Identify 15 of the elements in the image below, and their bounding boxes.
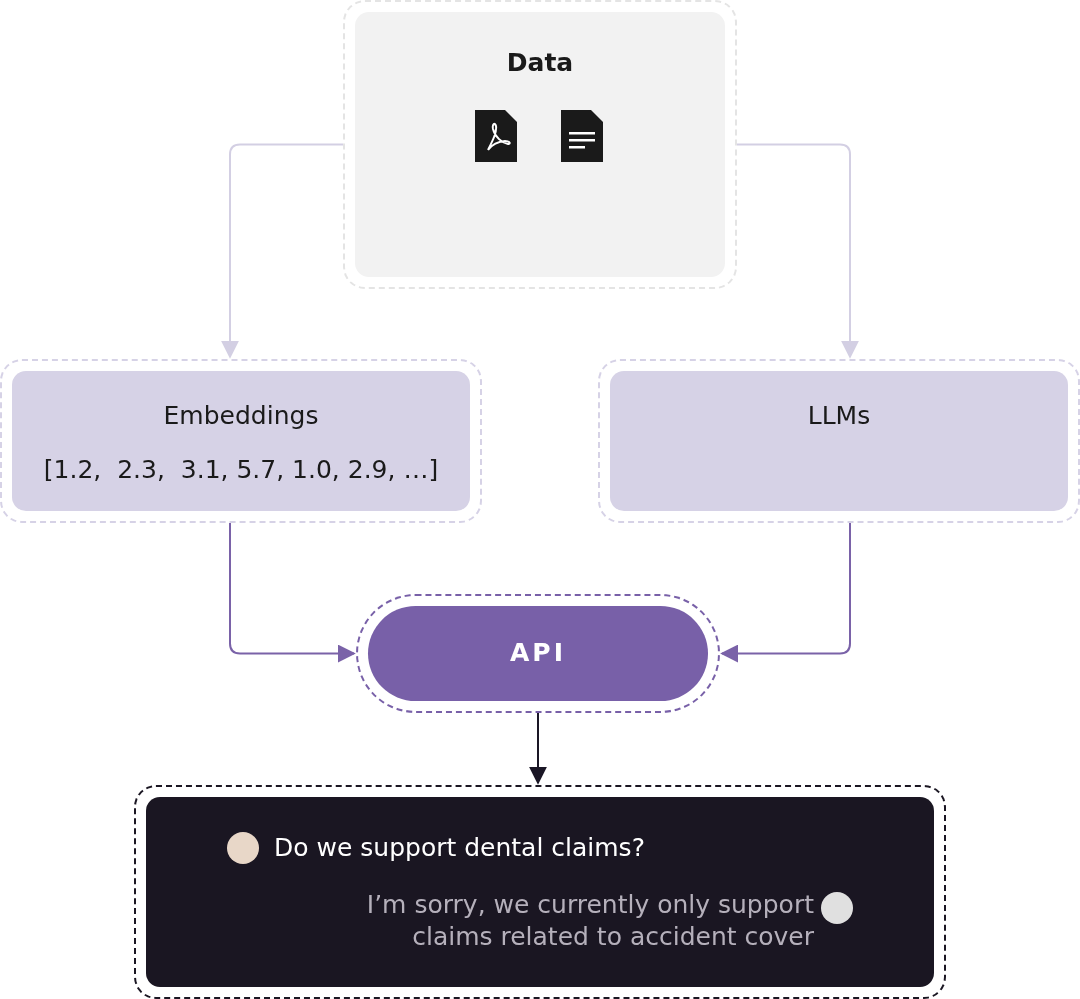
vector-values: [1.2, 2.3, 3.1, 5.7, 1.0, 2.9, …] — [42, 455, 440, 484]
answer-message: I’m sorry, we currently only support claims related to accident cover — [365, 889, 814, 953]
arrow — [720, 522, 851, 663]
box-heading: Embeddings — [162, 401, 320, 430]
arrow — [736, 143, 859, 359]
arrow — [229, 522, 356, 663]
api-pill — [368, 606, 708, 701]
process-box — [12, 371, 470, 511]
api-label: API — [509, 638, 567, 667]
process-box — [610, 371, 1068, 511]
arrow — [221, 143, 344, 359]
arrow — [529, 712, 547, 785]
box-heading: LLMs — [806, 401, 872, 430]
box-heading: Data — [505, 48, 575, 77]
question-message: Do we support dental claims? — [274, 833, 645, 862]
